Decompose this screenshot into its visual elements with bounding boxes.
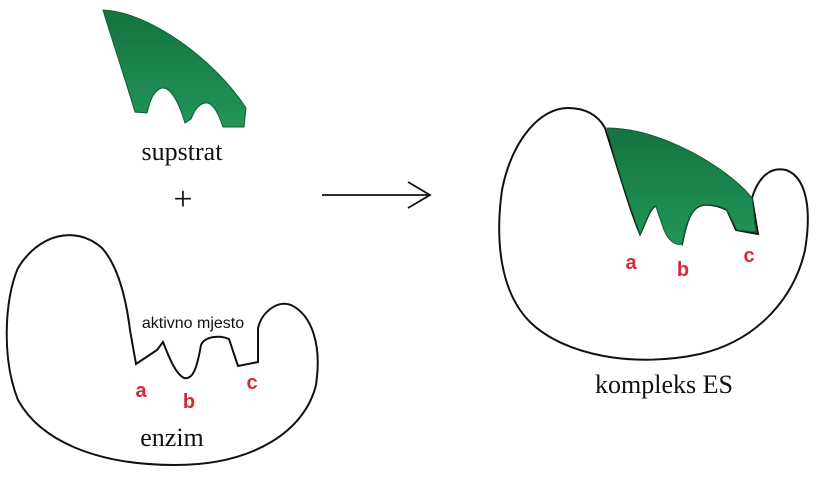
substrate-shape	[102, 9, 247, 128]
active-site-label: aktivno mjesto	[142, 315, 244, 332]
enzyme-site-b-label: b	[183, 391, 195, 413]
plus-sign: +	[173, 181, 192, 218]
complex-site-a-label: a	[625, 252, 637, 274]
enzyme-site-a-label: a	[135, 380, 147, 402]
enzyme-outline	[5, 234, 319, 467]
complex-substrate-shape	[606, 127, 757, 245]
complex-site-b-label: b	[677, 259, 689, 281]
complex-label: kompleks ES	[595, 370, 733, 399]
substrate-label: supstrat	[142, 137, 224, 166]
enzyme-label: enzim	[140, 423, 204, 452]
enzyme-site-c-label: c	[246, 372, 257, 394]
complex-site-c-label: c	[743, 245, 754, 267]
reaction-arrow	[322, 181, 432, 209]
